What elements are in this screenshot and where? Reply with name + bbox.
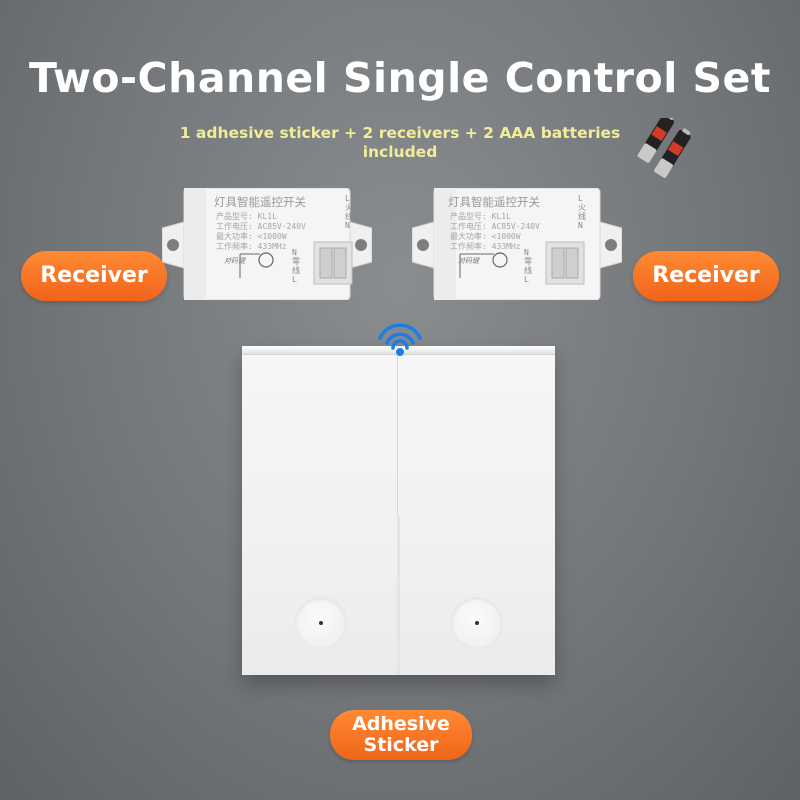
receiver-spec-power: 最大功率: <1000W — [216, 232, 287, 241]
sticker-label-line2: Sticker — [363, 734, 439, 756]
indicator-dot — [475, 621, 479, 625]
receiver-body — [162, 188, 372, 300]
included-items-text: 1 adhesive sticker + 2 receivers + 2 AAA… — [179, 124, 621, 161]
pair-key-label: 对码键 — [458, 257, 479, 265]
receiver-spec-model: 产品型号: KL1L — [450, 212, 511, 221]
receiver-side-label-bottom: N零线L — [292, 248, 300, 284]
receiver-title: 灯具智能遥控开关 — [448, 195, 540, 209]
switch-panel-left[interactable] — [242, 355, 398, 675]
pair-key-label: 对码键 — [224, 257, 245, 265]
wireless-signal-icon — [378, 323, 422, 356]
receiver-label-left: Receiver — [21, 251, 167, 301]
wall-switch — [242, 346, 555, 675]
receiver-spec-frequency: 工作频率: 433MHz — [216, 242, 287, 251]
receiver-spec-frequency: 工作频率: 433MHz — [450, 242, 521, 251]
receiver-side-label-top: L火线N — [578, 194, 586, 230]
receiver-spec-model: 产品型号: KL1L — [216, 212, 277, 221]
panel-divider — [397, 516, 400, 675]
receiver-side-label-bottom: N零线L — [524, 248, 532, 284]
receiver-title: 灯具智能遥控开关 — [214, 195, 306, 209]
sticker-label-line1: Adhesive — [352, 713, 450, 735]
receiver-module-left: 灯具智能遥控开关 产品型号: KL1L 工作电压: AC85V-240V 最大功… — [162, 188, 372, 300]
switch-button-right[interactable] — [452, 598, 502, 648]
receiver-side-label-top: L火线N — [345, 194, 353, 230]
page-title: Two-Channel Single Control Set — [29, 54, 771, 102]
receiver-spec-voltage: 工作电压: AC85V-240V — [216, 222, 306, 231]
battery-icon — [637, 118, 691, 178]
switch-button-left[interactable] — [296, 598, 346, 648]
receiver-module-right: 灯具智能遥控开关 产品型号: KL1L 工作电压: AC85V-240V 最大功… — [412, 188, 622, 300]
indicator-dot — [319, 621, 323, 625]
adhesive-sticker-label: Adhesive Sticker — [330, 710, 472, 760]
receiver-spec-power: 最大功率: <1000W — [450, 232, 521, 241]
receiver-label-right: Receiver — [633, 251, 779, 301]
receiver-body — [412, 188, 622, 300]
receiver-spec-voltage: 工作电压: AC85V-240V — [450, 222, 540, 231]
